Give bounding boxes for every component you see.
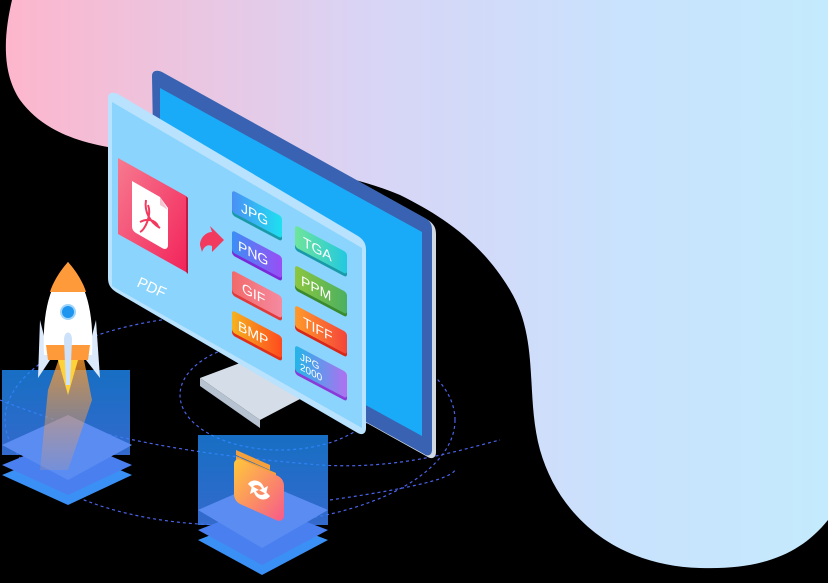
pdf-file-icon: [132, 181, 168, 249]
format-badge-png: PNG: [232, 231, 282, 281]
rocket-icon: [38, 262, 100, 470]
conversion-platform: [198, 435, 328, 575]
refresh-icon: [234, 450, 284, 521]
format-badge-gif: GIF: [232, 271, 282, 321]
format-badge-jpg2000: JPG 2000: [295, 346, 347, 401]
format-badge-ppm: PPM: [295, 266, 347, 317]
curved-arrow-right-icon: [200, 226, 224, 252]
